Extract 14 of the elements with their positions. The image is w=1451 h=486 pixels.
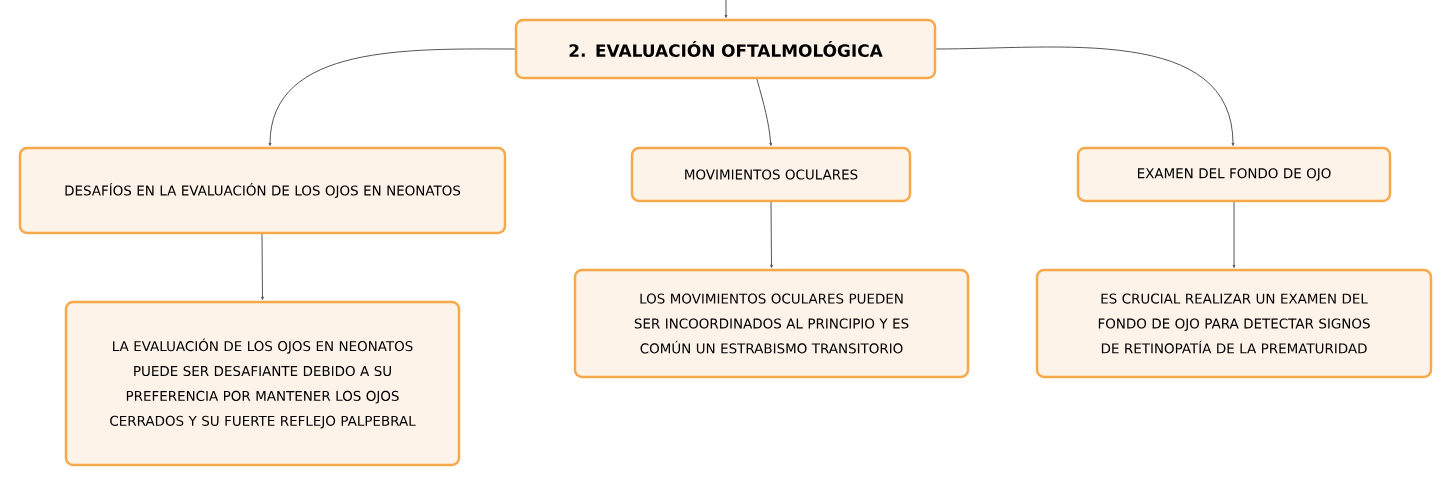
- topic-box: ES CRUCIAL REALIZAR UN EXAMEN DEL FONDO DE OJO PARA DETECTAR SIGNOS DE RETINOPATÍA DE LA PREMATURIDAD: [1035, 268, 1433, 379]
- arrow: [935, 46, 1235, 147]
- arrow: [261, 233, 264, 301]
- topic-box: DESAFÍOS EN LA EVALUACIÓN DE LOS OJOS EN NEONATOS: [18, 146, 507, 235]
- topic-box: EXAMEN DEL FONDO DE OJO: [1076, 146, 1392, 203]
- topic-box: LA EVALUACIÓN DE LOS OJOS EN NEONATOS PUEDE SER DESAFIANTE DEBIDO A SU PREFERENCIA POR MANTENER LOS OJOS CERRADOS Y SU FUERTE REFLEJO PALPEBRAL: [64, 300, 461, 467]
- arrow: [724, 0, 728, 19]
- arrow: [268, 48, 516, 147]
- title-box: 2. EVALUACIÓN OFTALMOLÓGICA: [514, 18, 937, 80]
- arrow: [1232, 201, 1236, 269]
- topic-box: LOS MOVIMIENTOS OCULARES PUEDEN SER INCOORDINADOS AL PRINCIPIO Y ES COMÚN UN ESTRABISMO TRANSITORIO: [573, 268, 970, 379]
- arrow: [756, 78, 773, 147]
- topic-box: MOVIMIENTOS OCULARES: [630, 146, 912, 203]
- arrow: [770, 201, 773, 269]
